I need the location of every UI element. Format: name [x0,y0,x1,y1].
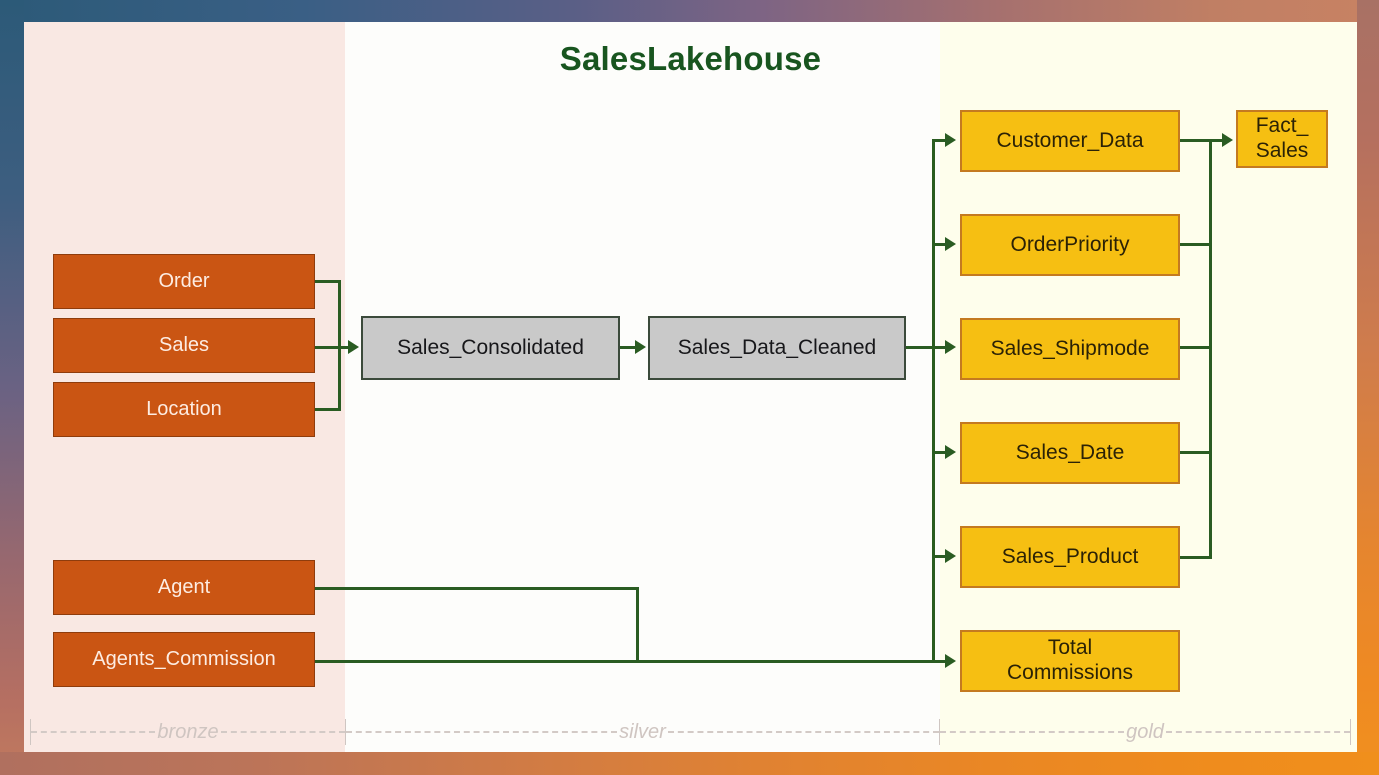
frame-edge-left [0,0,24,775]
wire-consolidated-to-cleaned [620,346,638,349]
wire-gold-distribution-bus [932,139,935,663]
wire-agent-out [315,587,639,590]
node-agent-label: Agent [157,576,211,599]
node-agents-commission-label: Agents_Commission [92,648,276,671]
wire-bus-to-customer-data [932,139,948,142]
wire-order-out [315,280,341,283]
arrow-into-orderpriority [945,237,956,251]
arrow-into-total-commissions [945,654,956,668]
node-fact-sales[interactable]: Fact_ Sales [1236,110,1328,168]
wire-sales-product-to-fact [1180,556,1211,559]
legend-tick-end [939,719,941,745]
wire-bronze-bus [338,280,341,411]
node-sales-consolidated-label: Sales_Consolidated [397,336,584,360]
lakehouse-diagram: SalesLakehouse Order Sales Location Agen… [24,22,1357,752]
frame-edge-right [1357,0,1379,775]
wire-agent-drop [636,587,639,663]
legend-dash [31,731,156,733]
node-order-label: Order [158,270,210,293]
legend-segment-gold: gold [940,712,1351,752]
arrow-into-sales-date [945,445,956,459]
legend-label-bronze: bronze [157,720,219,743]
wire-fact-collector-bus [1209,139,1212,559]
node-sales[interactable]: Sales [53,318,315,373]
wire-bus-to-sales-date [932,451,948,454]
node-sales-data-cleaned[interactable]: Sales_Data_Cleaned [648,316,906,380]
legend-dash [220,731,345,733]
node-agent[interactable]: Agent [53,560,315,615]
zone-silver [345,22,940,752]
wire-collector-to-fact [1209,139,1225,142]
wire-customer-data-to-fact [1180,139,1211,142]
node-sales-data-cleaned-label: Sales_Data_Cleaned [677,336,877,360]
arrow-into-sales-data-cleaned [635,340,646,354]
node-sales-product[interactable]: Sales_Product [960,526,1180,588]
arrow-into-sales-shipmode [945,340,956,354]
node-customer-data[interactable]: Customer_Data [960,110,1180,172]
legend-dash [346,731,618,733]
wire-sales-date-to-fact [1180,451,1211,454]
wire-cleaned-out [906,346,942,349]
wire-agents-commission-out [315,660,945,663]
node-customer-data-label: Customer_Data [996,129,1144,153]
node-sales-product-label: Sales_Product [1001,545,1139,569]
node-total-commissions-label-line2: Commissions [1006,661,1134,684]
wire-bus-to-orderpriority [932,243,948,246]
node-order[interactable]: Order [53,254,315,309]
legend-label-silver: silver [619,720,666,743]
legend-tick-start [30,719,31,745]
page-title: SalesLakehouse [559,40,822,77]
node-fact-sales-label-line2: Sales [1255,139,1309,162]
wire-sales-shipmode-to-fact [1180,346,1211,349]
node-agents-commission[interactable]: Agents_Commission [53,632,315,687]
node-sales-shipmode[interactable]: Sales_Shipmode [960,318,1180,380]
arrow-into-fact-sales [1222,133,1233,147]
node-sales-consolidated[interactable]: Sales_Consolidated [361,316,620,380]
legend-label-gold: gold [1126,720,1164,743]
legend-tick-end [345,719,346,745]
node-orderpriority-label: OrderPriority [1010,233,1130,257]
node-sales-shipmode-label: Sales_Shipmode [990,337,1150,361]
node-fact-sales-label-line1: Fact_ [1255,114,1309,138]
node-location-label: Location [146,398,222,421]
node-total-commissions[interactable]: Total Commissions [960,630,1180,692]
legend-segment-silver: silver [346,712,941,752]
node-total-commissions-label-line1: Total [1047,636,1093,660]
wire-bus-to-sales-shipmode [932,346,948,349]
arrow-into-sales-consolidated [348,340,359,354]
frame-edge-top [0,0,1379,22]
wire-sales-out [315,346,350,349]
legend-tick-end [1350,719,1351,745]
node-sales-label: Sales [158,334,210,357]
wire-bus-to-sales-product [932,555,948,558]
node-orderpriority[interactable]: OrderPriority [960,214,1180,276]
legend-dash [1165,731,1350,733]
legend-dash [940,731,1125,733]
node-sales-date[interactable]: Sales_Date [960,422,1180,484]
node-location[interactable]: Location [53,382,315,437]
arrow-into-customer-data [945,133,956,147]
arrow-into-sales-product [945,549,956,563]
legend-dash [667,731,940,733]
layer-legend: bronze silver gold [24,712,1357,752]
wire-orderpriority-to-fact [1180,243,1211,246]
legend-segment-bronze: bronze [30,712,346,752]
node-sales-date-label: Sales_Date [1015,441,1125,465]
frame-edge-bottom [0,752,1379,775]
wire-location-out [315,408,341,411]
